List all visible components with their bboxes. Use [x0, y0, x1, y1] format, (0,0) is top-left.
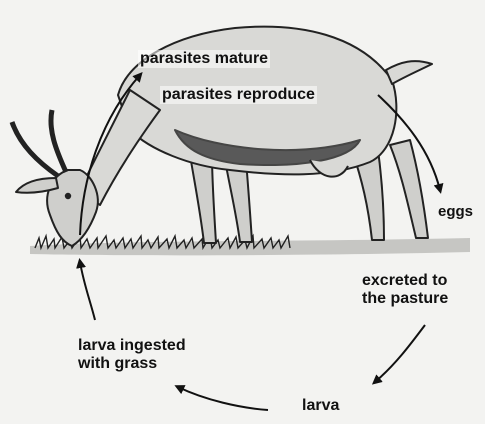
ingested-label-line2: with grass — [78, 355, 186, 373]
excreted-label-line2: the pasture — [362, 290, 448, 308]
ingested-label: larva ingested with grass — [78, 337, 186, 374]
ingested-label-line1: larva ingested — [78, 337, 186, 355]
larva-label: larva — [302, 397, 339, 415]
parasites-reproduce-label: parasites reproduce — [160, 86, 317, 104]
excreted-label: excreted to the pasture — [362, 272, 448, 309]
excreted-label-line1: excreted to — [362, 272, 448, 290]
parasites-mature-label: parasites mature — [138, 50, 270, 68]
eggs-label: eggs — [438, 203, 473, 220]
